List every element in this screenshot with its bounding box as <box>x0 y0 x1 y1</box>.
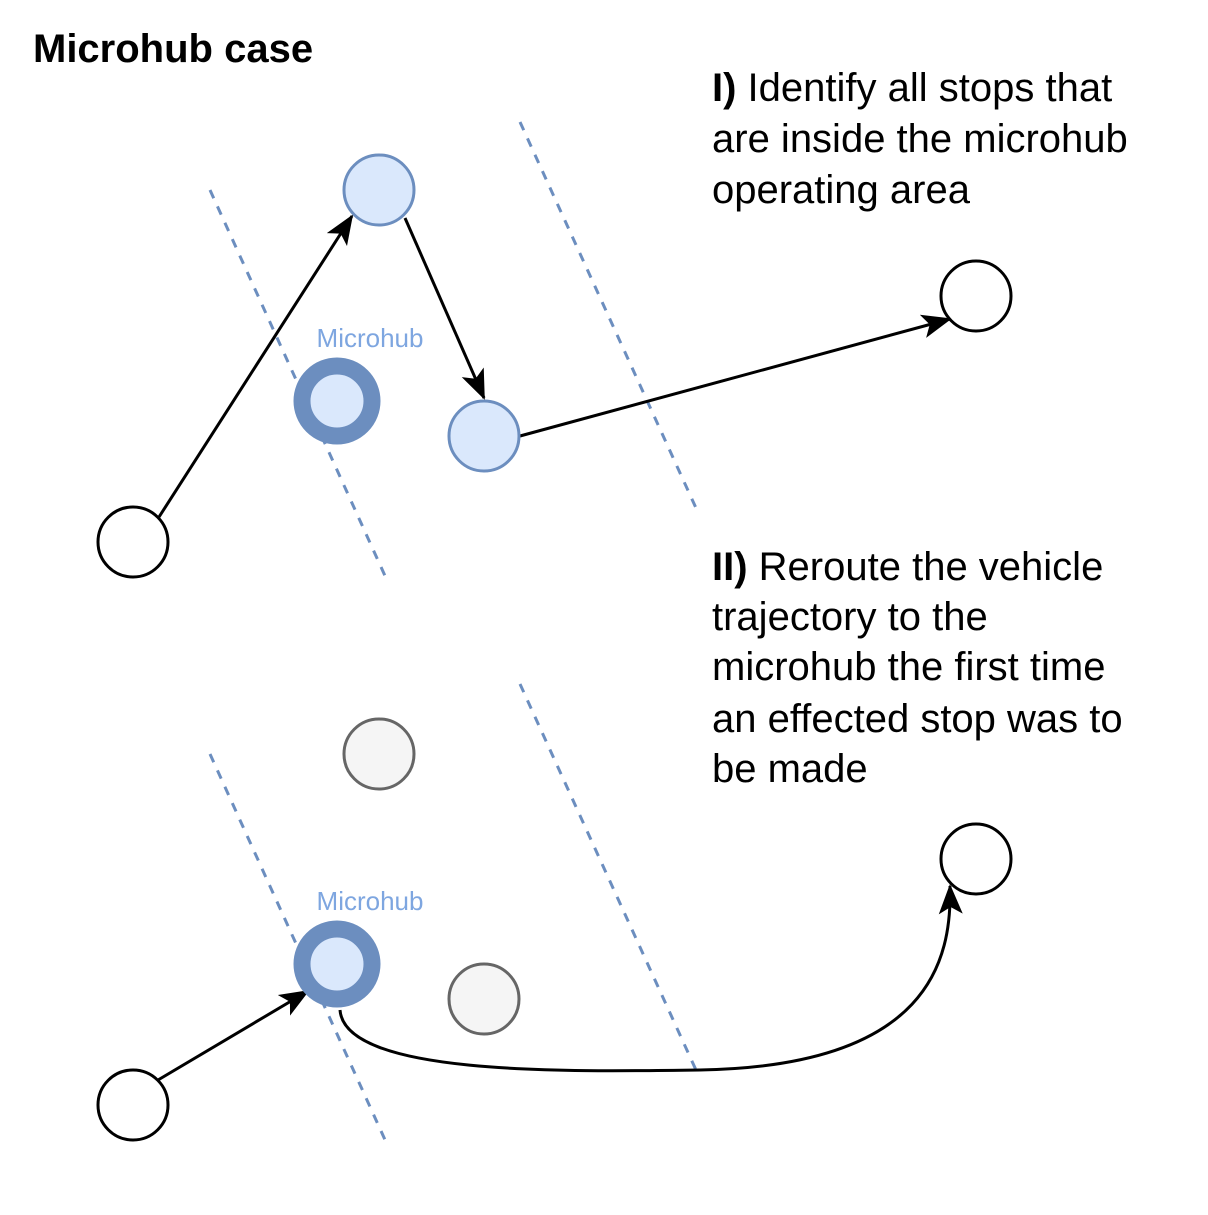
step-one-text: I) Identify all stops that are inside th… <box>712 66 1139 212</box>
step-one-line: are inside the microhub <box>712 117 1128 161</box>
rerouted-trajectory <box>338 884 963 1073</box>
step-two-text: II) Reroute the vehicle trajectory to th… <box>712 545 1134 791</box>
microhub-label: Microhub <box>317 886 424 916</box>
origin-stop <box>96 1068 170 1142</box>
step-two-line: microhub the first time <box>712 645 1105 689</box>
step-one-line: Identify all stops that <box>736 66 1112 110</box>
route-segment <box>403 217 486 400</box>
microhub-node <box>293 357 381 445</box>
removed-stop <box>447 962 521 1036</box>
scenario-reroute: Microhub <box>96 683 1013 1143</box>
route-segment <box>157 214 354 518</box>
route-segment <box>519 314 952 438</box>
step-two-line: an effected stop was to <box>712 697 1123 741</box>
step-two-line: Reroute the vehicle <box>748 545 1104 589</box>
step-one-number: I) <box>712 66 736 110</box>
step-two-line: be made <box>712 747 868 791</box>
step-two-line: trajectory to the <box>712 595 988 639</box>
operating-area-boundary-right <box>518 683 698 1071</box>
step-one-line: operating area <box>712 168 971 212</box>
removed-stop <box>342 717 416 791</box>
diagram-title: Microhub case <box>33 27 313 71</box>
affected-stop <box>342 153 416 227</box>
destination-stop <box>939 259 1013 333</box>
microhub-node <box>293 920 381 1008</box>
affected-stop <box>447 399 521 473</box>
microhub-label: Microhub <box>317 323 424 353</box>
origin-stop <box>96 505 170 579</box>
route-segment <box>157 989 310 1082</box>
destination-stop <box>939 822 1013 896</box>
operating-area-boundary-right <box>518 121 698 509</box>
step-two-number: II) <box>712 545 748 589</box>
scenario-identify: Microhub <box>96 121 1013 579</box>
